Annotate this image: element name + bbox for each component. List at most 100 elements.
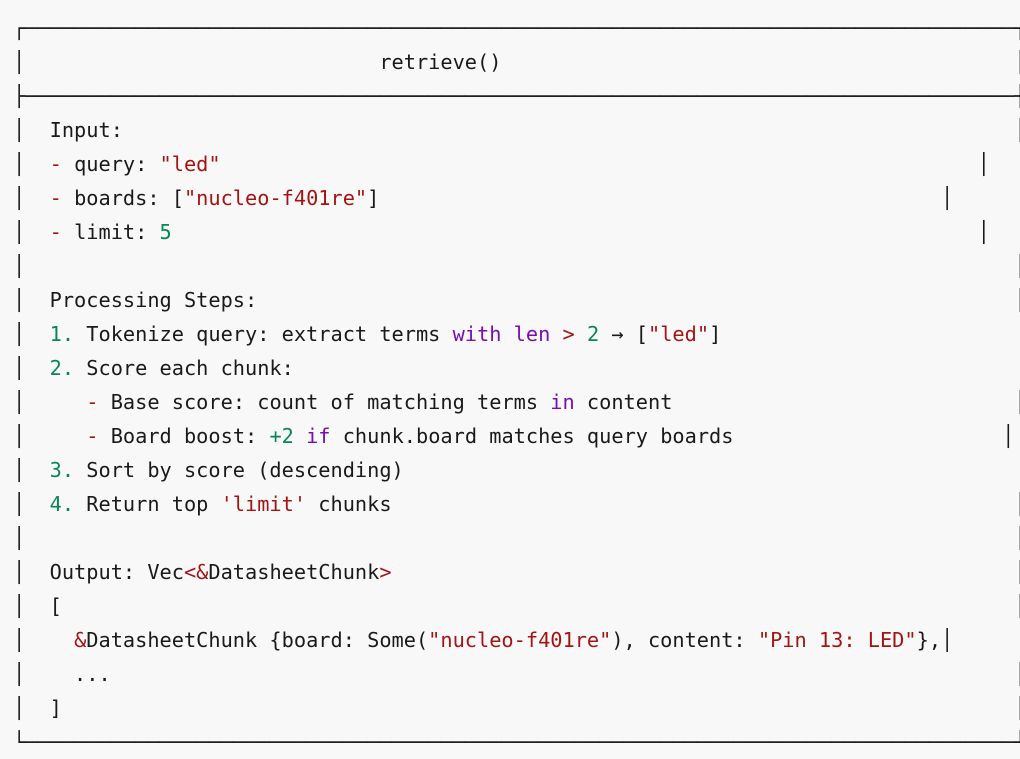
operator-token: -	[49, 152, 62, 176]
box-border: │	[1014, 696, 1020, 720]
box-border: │	[13, 322, 26, 346]
box-border: │	[977, 220, 990, 244]
keyword-token: if	[306, 424, 331, 448]
text-span: → [	[599, 322, 649, 346]
diagram-line: │ - limit: 5 │	[13, 215, 1020, 249]
operator-token: >	[379, 560, 392, 584]
text-span: Sort by score (descending)	[74, 458, 1020, 482]
operator-token: -	[49, 186, 62, 210]
text-span	[25, 152, 49, 176]
retrieve-diagram-block: ┌───────────────────────────────────────…	[13, 11, 1020, 759]
text-span	[392, 560, 1015, 584]
box-border: │	[13, 594, 26, 618]
text-span: Output: Vec	[25, 560, 184, 584]
operator-token: &	[74, 628, 87, 652]
text-span: query:	[61, 152, 160, 176]
number-literal: 4.	[49, 492, 75, 516]
text-span	[25, 526, 1014, 550]
box-border: │	[13, 356, 26, 380]
string-literal: 'limit'	[220, 492, 307, 516]
diagram-line: │ Processing Steps: │	[13, 283, 1020, 317]
box-border: │	[1014, 662, 1020, 686]
text-span	[25, 424, 86, 448]
operator-token: -	[86, 390, 99, 414]
box-border: └───────────────────────────────────────…	[13, 730, 1020, 754]
text-span: Processing Steps:	[25, 288, 1015, 312]
diagram-page: ┌───────────────────────────────────────…	[13, 16, 1020, 754]
box-border: │	[1014, 390, 1020, 414]
text-span	[25, 220, 49, 244]
diagram-line: ├───────────────────────────────────────…	[13, 79, 1020, 113]
text-span: },	[916, 628, 942, 652]
text-span	[575, 322, 587, 346]
text-span: DatasheetChunk {board: Some(	[86, 628, 429, 652]
text-span	[25, 322, 49, 346]
text-span	[25, 186, 49, 210]
text-span	[25, 356, 49, 380]
box-border: │	[1014, 254, 1020, 278]
box-border: │	[1002, 424, 1015, 448]
box-border: │	[13, 458, 26, 482]
diagram-line: │ │	[13, 521, 1020, 555]
box-border: ┌───────────────────────────────────────…	[13, 16, 1020, 40]
box-border: │	[13, 186, 26, 210]
diagram-line: │ retrieve() │	[13, 45, 1020, 79]
text-span: Score each chunk:	[74, 356, 1020, 380]
text-span: ]	[367, 186, 942, 210]
text-span: Base score: count of matching terms	[98, 390, 551, 414]
text-span: Input:	[25, 118, 1015, 142]
box-border: │	[13, 696, 26, 720]
text-span: ), content:	[611, 628, 758, 652]
diagram-line: │ 2. Score each chunk: │	[13, 351, 1020, 385]
box-border: │	[13, 662, 26, 686]
text-span: chunk.board matches query boards	[330, 424, 1003, 448]
keyword-token: len	[513, 322, 551, 346]
string-literal: "led"	[648, 322, 710, 346]
box-border: │	[941, 186, 954, 210]
text-span: ]	[709, 322, 1020, 346]
box-border: │	[13, 492, 26, 516]
text-span: ]	[25, 696, 1015, 720]
box-border: │	[13, 526, 26, 550]
text-span	[25, 492, 49, 516]
diagram-line: │ &DatasheetChunk {board: Some("nucleo-f…	[13, 623, 1020, 657]
text-span	[25, 390, 86, 414]
box-border: │	[1014, 526, 1020, 550]
text-span: Board boost:	[98, 424, 270, 448]
box-border: │	[13, 152, 26, 176]
string-literal: "nucleo-f401re"	[183, 186, 368, 210]
number-literal: +2	[269, 424, 294, 448]
diagram-line: │ Input: │	[13, 113, 1020, 147]
box-border: │	[13, 254, 26, 278]
diagram-line: │ 1. Tokenize query: extract terms with …	[13, 317, 1020, 351]
diagram-line: │ - boards: ["nucleo-f401re"] │	[13, 181, 1020, 215]
text-span	[550, 322, 562, 346]
text-span: chunks	[306, 492, 1015, 516]
keyword-token: in	[550, 390, 575, 414]
keyword-token: with	[452, 322, 502, 346]
diagram-line: │ ] │	[13, 691, 1020, 725]
diagram-line: │ - Base score: count of matching terms …	[13, 385, 1020, 419]
box-border: │	[13, 628, 26, 652]
text-span: Tokenize query: extract terms	[74, 322, 453, 346]
number-literal: 2	[586, 322, 600, 346]
box-border: │	[13, 118, 26, 142]
box-border: │	[1014, 492, 1020, 516]
box-border: │	[13, 560, 26, 584]
box-border: │	[1014, 594, 1020, 618]
box-border: │	[13, 424, 26, 448]
text-span	[25, 458, 49, 482]
diagram-line: └───────────────────────────────────────…	[13, 725, 1020, 759]
box-border: │	[1014, 118, 1020, 142]
text-span	[172, 220, 978, 244]
text-span: limit:	[61, 220, 160, 244]
diagram-line: │ - query: "led" │	[13, 147, 1020, 181]
diagram-line: ┌───────────────────────────────────────…	[13, 11, 1020, 45]
text-span: ...	[25, 662, 1015, 686]
box-border: │	[13, 50, 26, 74]
box-border: │	[941, 628, 954, 652]
text-span: content	[574, 390, 1015, 414]
diagram-line: │ 3. Sort by score (descending) │	[13, 453, 1020, 487]
operator-token: >	[562, 322, 575, 346]
string-literal: "nucleo-f401re"	[428, 628, 612, 652]
